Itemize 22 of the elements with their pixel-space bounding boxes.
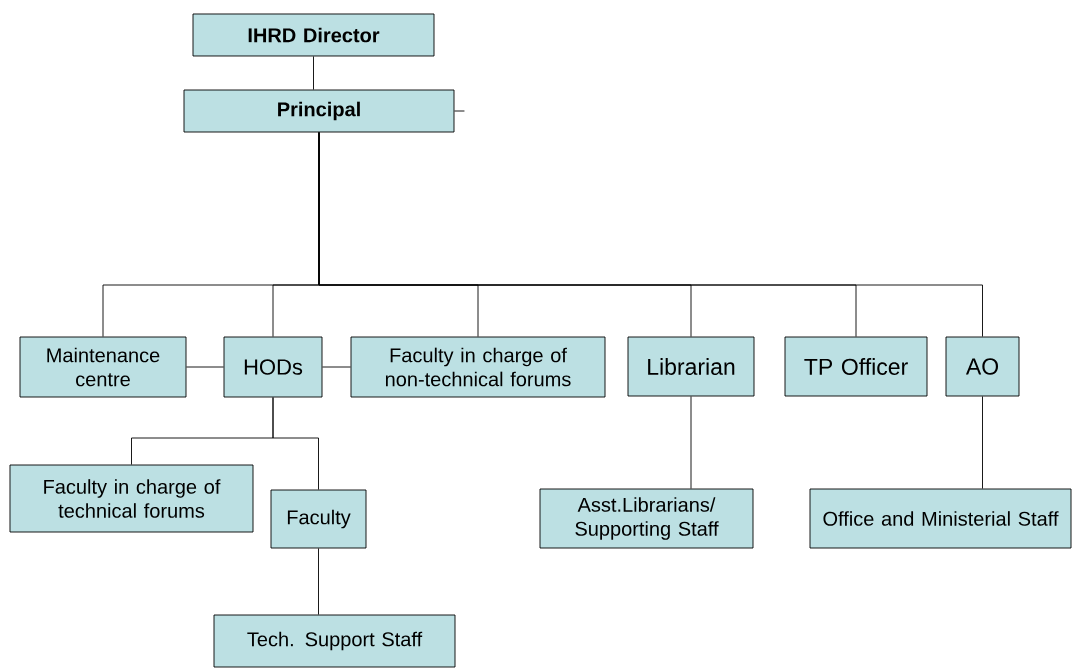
connector-line (272, 397, 319, 490)
connector-line (186, 366, 224, 368)
connector-line (318, 548, 319, 615)
connector-line (690, 396, 692, 489)
org-box: Maintenance centre (19, 336, 187, 398)
connector-line (982, 396, 983, 489)
connector-line (322, 366, 351, 368)
org-box: TP Officer (784, 336, 928, 397)
org-box: Faculty in charge of non-technical forums (350, 336, 606, 398)
org-box: Faculty in charge of technical forums (9, 464, 254, 533)
org-box: Librarian (627, 336, 755, 397)
org-box: Office and Ministerial Staff (809, 488, 1072, 549)
org-box: HODs (223, 336, 323, 398)
org-box: Faculty (270, 489, 367, 549)
connector-line (454, 110, 465, 112)
org-box: Asst.Librarians/ Supporting Staff (539, 488, 754, 549)
org-box: AO (945, 336, 1020, 397)
connector-line (318, 132, 983, 337)
connector-line (313, 56, 314, 90)
org-box: Principal (183, 89, 455, 133)
org-box: Tech. Support Staff (213, 614, 456, 668)
org-box: IHRD Director (192, 13, 435, 57)
